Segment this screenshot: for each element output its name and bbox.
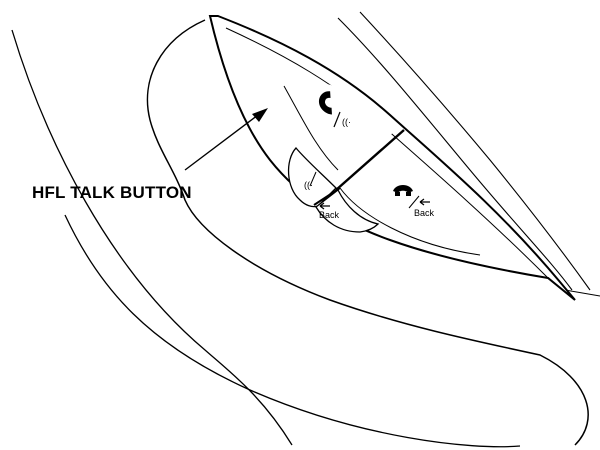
hang-up-icon xyxy=(393,185,413,196)
phone-voice-icon xyxy=(318,91,332,115)
back-arrow-icon-lower xyxy=(319,202,330,210)
back-button-lower-label: Back xyxy=(319,210,340,220)
button-divider xyxy=(335,129,405,191)
callout-leader-line xyxy=(184,111,263,171)
hang-up-button-edge xyxy=(339,187,481,256)
talk-button-upper-surface xyxy=(280,81,398,182)
talk-button-upper[interactable]: ((· xyxy=(280,81,398,182)
callout-arrowhead xyxy=(252,108,268,122)
back-button-lower-outline xyxy=(315,189,380,233)
column-shroud-line-1 xyxy=(337,17,573,291)
back-button-lower[interactable]: Back xyxy=(315,189,380,233)
column-shroud-line-2 xyxy=(359,11,591,291)
talk-button-lower[interactable]: ((· xyxy=(287,147,337,208)
button-pod-outline xyxy=(208,15,576,301)
wheel-rim-inner-arc xyxy=(64,214,521,448)
hang-up-back-label: Back xyxy=(414,208,435,218)
callout-label: HFL TALK BUTTON xyxy=(32,183,192,202)
wheel-rim-outer-arc xyxy=(11,29,293,446)
talk-button-upper-edge xyxy=(283,85,339,171)
voice-waves-glyph: ((· xyxy=(342,117,351,127)
talk-button-lower-outline xyxy=(287,147,337,208)
wheel-spoke-outline xyxy=(146,19,589,446)
voice-icon: ((· xyxy=(304,180,313,190)
hang-up-button[interactable]: Back xyxy=(339,185,481,256)
column-shroud-line-3 xyxy=(564,289,600,297)
back-arrow-icon xyxy=(419,198,430,206)
lower-button-separator xyxy=(313,187,341,206)
